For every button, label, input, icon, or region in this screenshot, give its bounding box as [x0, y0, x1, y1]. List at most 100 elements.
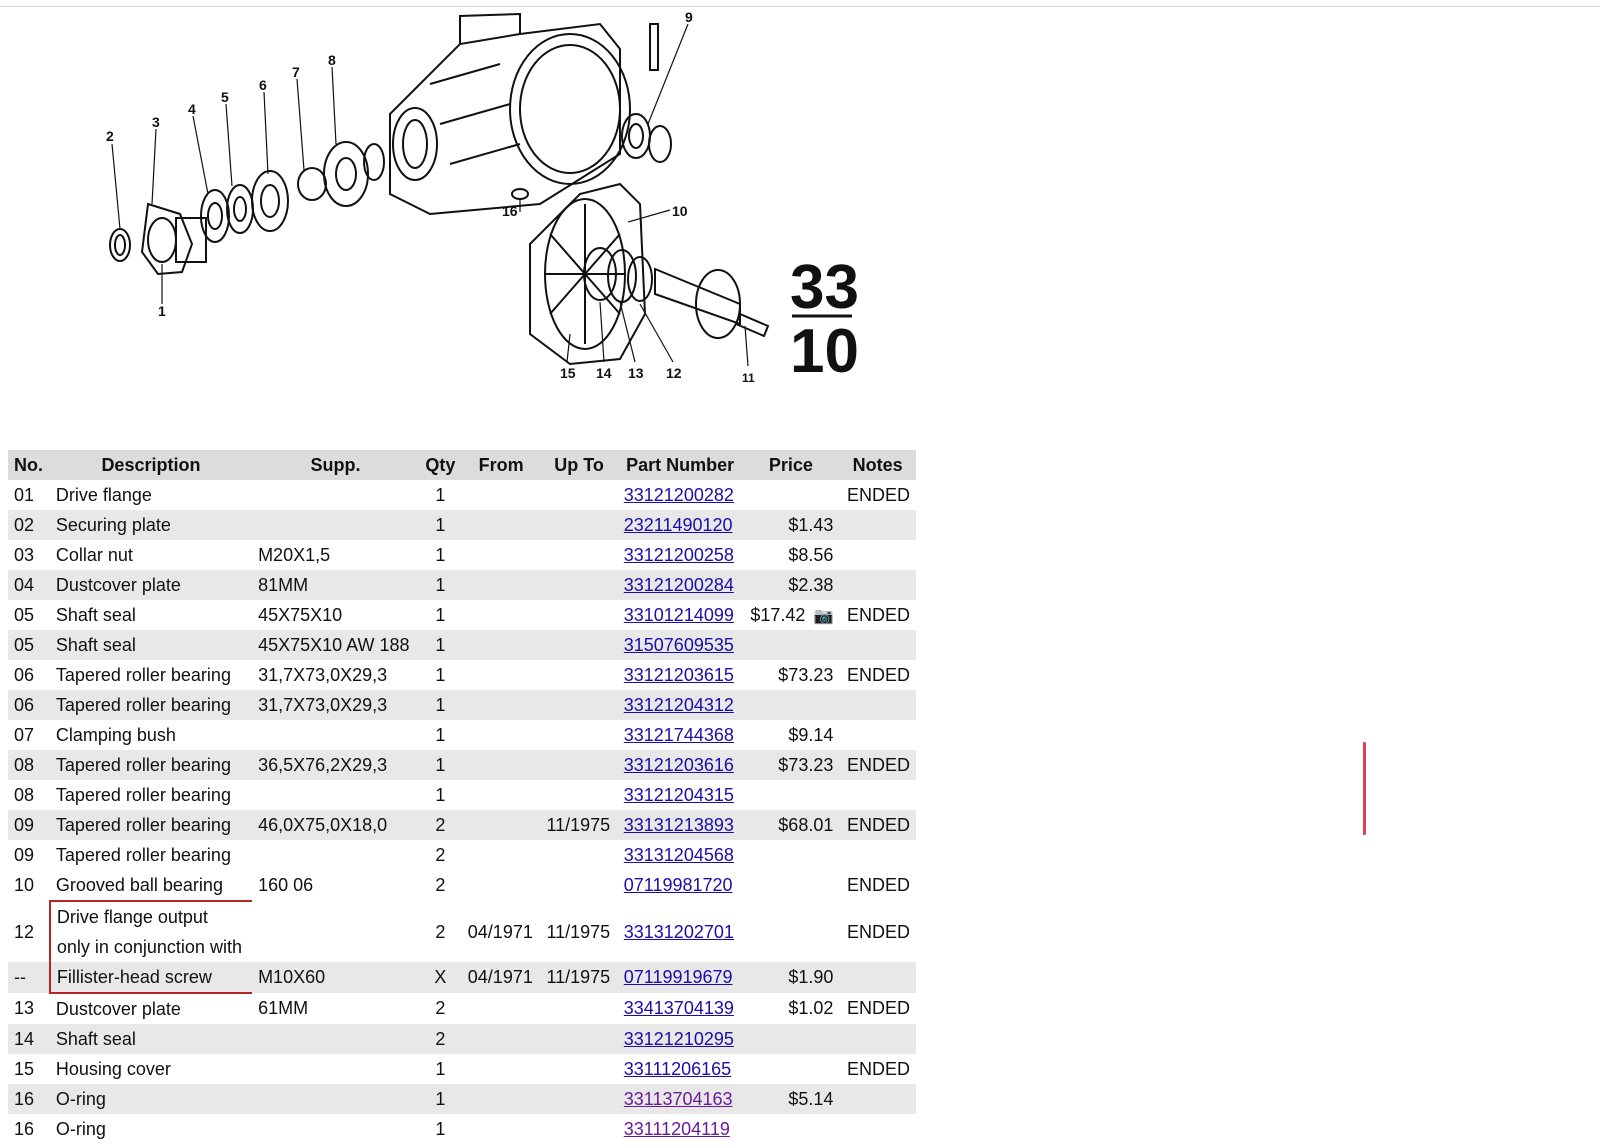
part-number-link[interactable]: 33121200284	[623, 574, 734, 595]
table-row: 09 Tapered roller bearing 2 33131204568	[8, 840, 916, 870]
cell-supp: 45X75X10	[258, 604, 343, 625]
cell-notes	[839, 510, 916, 540]
part-number-link[interactable]: 33113704163	[623, 1088, 733, 1109]
part-number-link[interactable]: 33121203616	[623, 754, 734, 775]
header-description: Description	[49, 450, 253, 480]
cell-notes	[839, 962, 916, 993]
cell-up-to	[540, 570, 618, 600]
cell-from	[462, 993, 541, 1024]
part-number-link[interactable]: 07119919679	[623, 967, 733, 987]
cell-up-to	[540, 750, 618, 780]
table-row: 05 Shaft seal 45X75X10 AW 188 1 31507609…	[8, 630, 916, 660]
table-row: 02 Securing plate 1 23211490120 $1.43	[8, 510, 916, 540]
cell-no: 08	[8, 750, 50, 780]
table-row: 08 Tapered roller bearing 1 33121204315	[8, 780, 916, 810]
cell-no: 06	[8, 690, 50, 720]
callout-16: 16	[502, 203, 518, 219]
table-row: 14 Shaft seal 2 33121210295	[8, 1024, 916, 1054]
table-row: 16 O-ring 1 33111204119	[8, 1114, 916, 1144]
cell-supp: 45X75X10 AW 188	[252, 630, 419, 660]
cell-description: Tapered roller bearing	[49, 810, 253, 840]
part-number-link[interactable]: 33131213893	[623, 814, 734, 835]
cell-up-to	[540, 720, 617, 750]
part-number-link[interactable]: 33121210295	[623, 1028, 734, 1049]
cell-price: $2.38	[742, 570, 840, 600]
cell-up-to	[540, 630, 618, 660]
camera-icon[interactable]: 📷	[813, 607, 834, 625]
part-number-link[interactable]: 33131202701	[623, 921, 734, 942]
table-row: 01 Drive flange 1 33121200282 ENDED	[8, 480, 916, 510]
part-number-link[interactable]: 33413704139	[623, 998, 734, 1018]
cell-description: Tapered roller bearing	[55, 784, 231, 805]
cell-part-number: 33121200282	[618, 480, 743, 510]
cell-notes	[839, 1114, 916, 1144]
cell-qty: 2	[418, 1024, 462, 1054]
cell-notes: ENDED	[839, 810, 916, 840]
cell-up-to	[540, 780, 617, 810]
cell-notes: ENDED	[846, 1058, 910, 1079]
cell-price: $17.42📷	[742, 600, 839, 630]
table-row: 09 Tapered roller bearing 46,0X75,0X18,0…	[8, 810, 916, 840]
cell-up-to	[540, 660, 617, 690]
cell-from	[461, 1084, 541, 1114]
table-row: 05 Shaft seal 45X75X10 1 33101214099 $17…	[8, 600, 916, 630]
cell-supp	[252, 1084, 419, 1114]
cell-description: Securing plate	[49, 510, 253, 540]
cell-no: --	[8, 962, 50, 993]
callout-11: 11	[742, 371, 755, 385]
cell-part-number: 33131213893	[617, 810, 743, 840]
cell-notes: ENDED	[846, 998, 910, 1018]
cell-price: $1.43	[742, 510, 840, 540]
cell-notes	[839, 570, 916, 600]
cell-qty: 1	[435, 724, 446, 745]
cell-qty: 2	[435, 921, 446, 942]
cell-no: 08	[14, 784, 35, 805]
part-number-link[interactable]: 33131204568	[623, 844, 734, 865]
part-number-link[interactable]: 23211490120	[623, 514, 733, 535]
part-number-link[interactable]: 33121204315	[623, 784, 734, 805]
part-number-link[interactable]: 33121204312	[623, 694, 734, 715]
part-number-link[interactable]: 33111206165	[623, 1058, 732, 1079]
cell-up-to	[540, 510, 618, 540]
cell-supp	[252, 1024, 419, 1054]
cell-price	[742, 780, 839, 810]
cell-price	[742, 840, 839, 870]
cell-up-to	[540, 1024, 618, 1054]
header-part-number: Part Number	[617, 450, 743, 480]
cell-supp	[252, 840, 419, 870]
cell-up-to	[540, 600, 617, 630]
cell-price: $8.56	[788, 544, 834, 565]
cell-notes	[839, 780, 916, 810]
cell-price: $1.02	[788, 998, 834, 1018]
part-number-link[interactable]: 07119981720	[623, 875, 733, 895]
part-number-link[interactable]: 33101214099	[623, 604, 734, 625]
cell-part-number: 07119981720	[618, 870, 743, 901]
table-row: 04 Dustcover plate 81MM 1 33121200284 $2…	[8, 570, 916, 600]
parts-table: No. Description Supp. Qty From Up To Par…	[8, 450, 916, 1144]
cell-price: $5.14	[742, 1084, 840, 1114]
part-number-link[interactable]: 33121203615	[623, 664, 734, 685]
cell-no: 16	[8, 1084, 50, 1114]
callout-7: 7	[292, 64, 300, 80]
cell-no: 03	[14, 544, 35, 565]
cell-part-number: 33113704163	[617, 1084, 743, 1114]
cell-part-number: 23211490120	[617, 510, 743, 540]
callout-8: 8	[328, 52, 336, 68]
cell-supp	[252, 480, 419, 510]
part-number-link[interactable]: 33121744368	[623, 724, 734, 745]
callout-1: 1	[158, 303, 166, 319]
part-number-link[interactable]: 33111204119	[623, 1118, 730, 1139]
table-row: 10 Grooved ball bearing 160 06 2 0711998…	[8, 870, 916, 901]
cell-from	[462, 480, 541, 510]
part-number-link[interactable]: 33121200282	[623, 484, 734, 505]
cell-from	[462, 660, 541, 690]
cell-part-number: 33121204312	[617, 690, 743, 720]
top-divider	[0, 6, 1600, 7]
cell-notes: ENDED	[846, 875, 910, 895]
part-number-link[interactable]: 31507609535	[623, 634, 734, 655]
cell-up-to	[540, 540, 617, 570]
header-price: Price	[742, 450, 840, 480]
part-number-link[interactable]: 33121200258	[623, 544, 734, 565]
cell-price	[742, 1024, 840, 1054]
cell-part-number: 33121200284	[617, 570, 743, 600]
